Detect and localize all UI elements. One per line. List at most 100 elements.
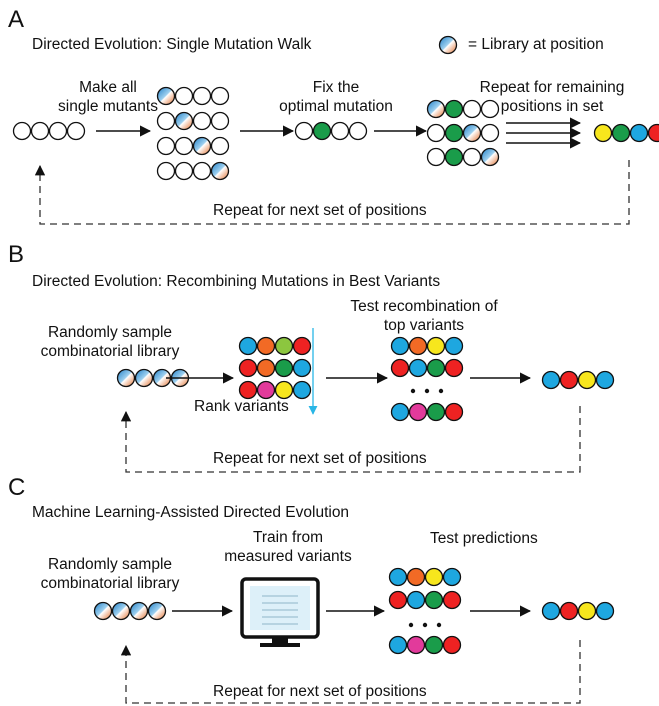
- b-result-row-circle: [541, 370, 561, 390]
- a-result-row-circle: [611, 123, 631, 143]
- b-library-row-circle: [116, 368, 136, 388]
- legend-library-circle: [438, 35, 458, 55]
- c-ellipsis-dot: [422, 622, 428, 628]
- b-variant-row-circle: [238, 380, 258, 400]
- a-single-mutant-row-circle: [210, 161, 230, 181]
- c-prediction-row-circle: [424, 567, 444, 587]
- b-library-row-circle: [134, 368, 154, 388]
- a-fixed-row-circle: [348, 121, 368, 141]
- b-ellipsis-dot: [424, 388, 430, 394]
- a-single-mutant-row-circle: [210, 86, 230, 106]
- panel-b-title: Directed Evolution: Recombining Mutation…: [32, 273, 441, 290]
- c-prediction-row-circle: [442, 635, 462, 655]
- a-single-mutant-row-circle: [210, 111, 230, 131]
- a-library-row-circle: [462, 99, 482, 119]
- c-ellipsis-dot: [408, 622, 414, 628]
- b-variant-row-circle: [274, 336, 294, 356]
- b-variant-row-circle: [238, 336, 258, 356]
- b-variant-row-circle: [238, 358, 258, 378]
- a-single-mutant-row-circle: [192, 111, 212, 131]
- a-library-row-circle: [444, 147, 464, 167]
- a-start-row-circle: [66, 121, 86, 141]
- b-ellipsis-dot: [438, 388, 444, 394]
- a-single-mutant-row-circle: [192, 86, 212, 106]
- c-prediction-row-circle: [388, 635, 408, 655]
- b-recomb-row-circle: [408, 402, 428, 422]
- b-recomb-row-circle: [390, 358, 410, 378]
- c-prediction-row-circle: [406, 567, 426, 587]
- rank-variants-label: Rank variants: [194, 398, 289, 415]
- c-library-row-circle: [147, 601, 167, 621]
- a-fixed-row-circle: [294, 121, 314, 141]
- panel-b-loop-label: Repeat for next set of positions: [213, 450, 427, 467]
- a-single-mutant-row-circle: [156, 161, 176, 181]
- a-start-row-circle: [30, 121, 50, 141]
- a-start-row-circle: [48, 121, 68, 141]
- c-result-row-circle: [541, 601, 561, 621]
- b-variant-row-circle: [292, 358, 312, 378]
- a-library-row-circle: [444, 123, 464, 143]
- b-ellipsis-dot: [410, 388, 416, 394]
- b-variant-row-circle: [292, 336, 312, 356]
- b-recomb-row-circle: [408, 358, 428, 378]
- a-single-mutant-row-circle: [156, 86, 176, 106]
- panel-c-loop-label: Repeat for next set of positions: [213, 683, 427, 700]
- b-recomb-row-circle: [444, 402, 464, 422]
- a-result-row-circle: [593, 123, 613, 143]
- a-library-row-circle: [444, 99, 464, 119]
- monitor-base: [260, 643, 300, 647]
- a-single-mutant-row-circle: [192, 161, 212, 181]
- c-ellipsis-dot: [436, 622, 442, 628]
- a-library-row-circle: [462, 123, 482, 143]
- c-prediction-row-circle: [388, 567, 408, 587]
- b-variant-row-circle: [256, 336, 276, 356]
- c-result-row-circle: [595, 601, 615, 621]
- b-loop-path: [120, 406, 581, 473]
- c-prediction-row-circle: [424, 635, 444, 655]
- b-variant-row-circle: [274, 358, 294, 378]
- b-recomb-row-circle: [444, 336, 464, 356]
- b-variant-row-circle: [256, 380, 276, 400]
- a-single-mutant-row-circle: [210, 136, 230, 156]
- a-fixed-row-circle: [330, 121, 350, 141]
- panel-b-letter: B: [8, 241, 25, 268]
- c-prediction-row-circle: [442, 590, 462, 610]
- panel-c-letter: C: [8, 474, 26, 501]
- panel-a-letter: A: [8, 6, 25, 33]
- a-library-row-circle: [480, 147, 500, 167]
- b-recomb-row-circle: [408, 336, 428, 356]
- b-variant-row-circle: [256, 358, 276, 378]
- a-single-mutant-row-circle: [174, 161, 194, 181]
- c-prediction-row-circle: [388, 590, 408, 610]
- panel-c-title: Machine Learning-Assisted Directed Evolu…: [32, 504, 350, 521]
- b-variant-row-circle: [292, 380, 312, 400]
- monitor-screen: [250, 586, 310, 630]
- c-library-row-circle: [129, 601, 149, 621]
- c-result-row-circle: [577, 601, 597, 621]
- a-result-row-circle: [647, 123, 659, 143]
- a-single-mutant-row-circle: [174, 136, 194, 156]
- monitor-stand: [272, 637, 288, 643]
- a-single-mutant-row-circle: [156, 111, 176, 131]
- a-library-row-circle: [426, 123, 446, 143]
- b-recomb-row-circle: [426, 336, 446, 356]
- a-single-mutant-row-circle: [174, 111, 194, 131]
- c-result-row-circle: [559, 601, 579, 621]
- panel-a-title: Directed Evolution: Single Mutation Walk: [32, 36, 312, 53]
- panel-a-loop-label: Repeat for next set of positions: [213, 202, 427, 219]
- a-library-row-circle: [426, 99, 446, 119]
- a-single-mutant-row-circle: [192, 136, 212, 156]
- b-recomb-row-circle: [390, 336, 410, 356]
- c-prediction-row-circle: [442, 567, 462, 587]
- a-single-mutant-row-circle: [156, 136, 176, 156]
- a-fixed-row-circle: [312, 121, 332, 141]
- a-library-row-circle: [480, 99, 500, 119]
- a-library-row-circle: [462, 147, 482, 167]
- a-single-mutant-row-circle: [174, 86, 194, 106]
- a-result-row-circle: [629, 123, 649, 143]
